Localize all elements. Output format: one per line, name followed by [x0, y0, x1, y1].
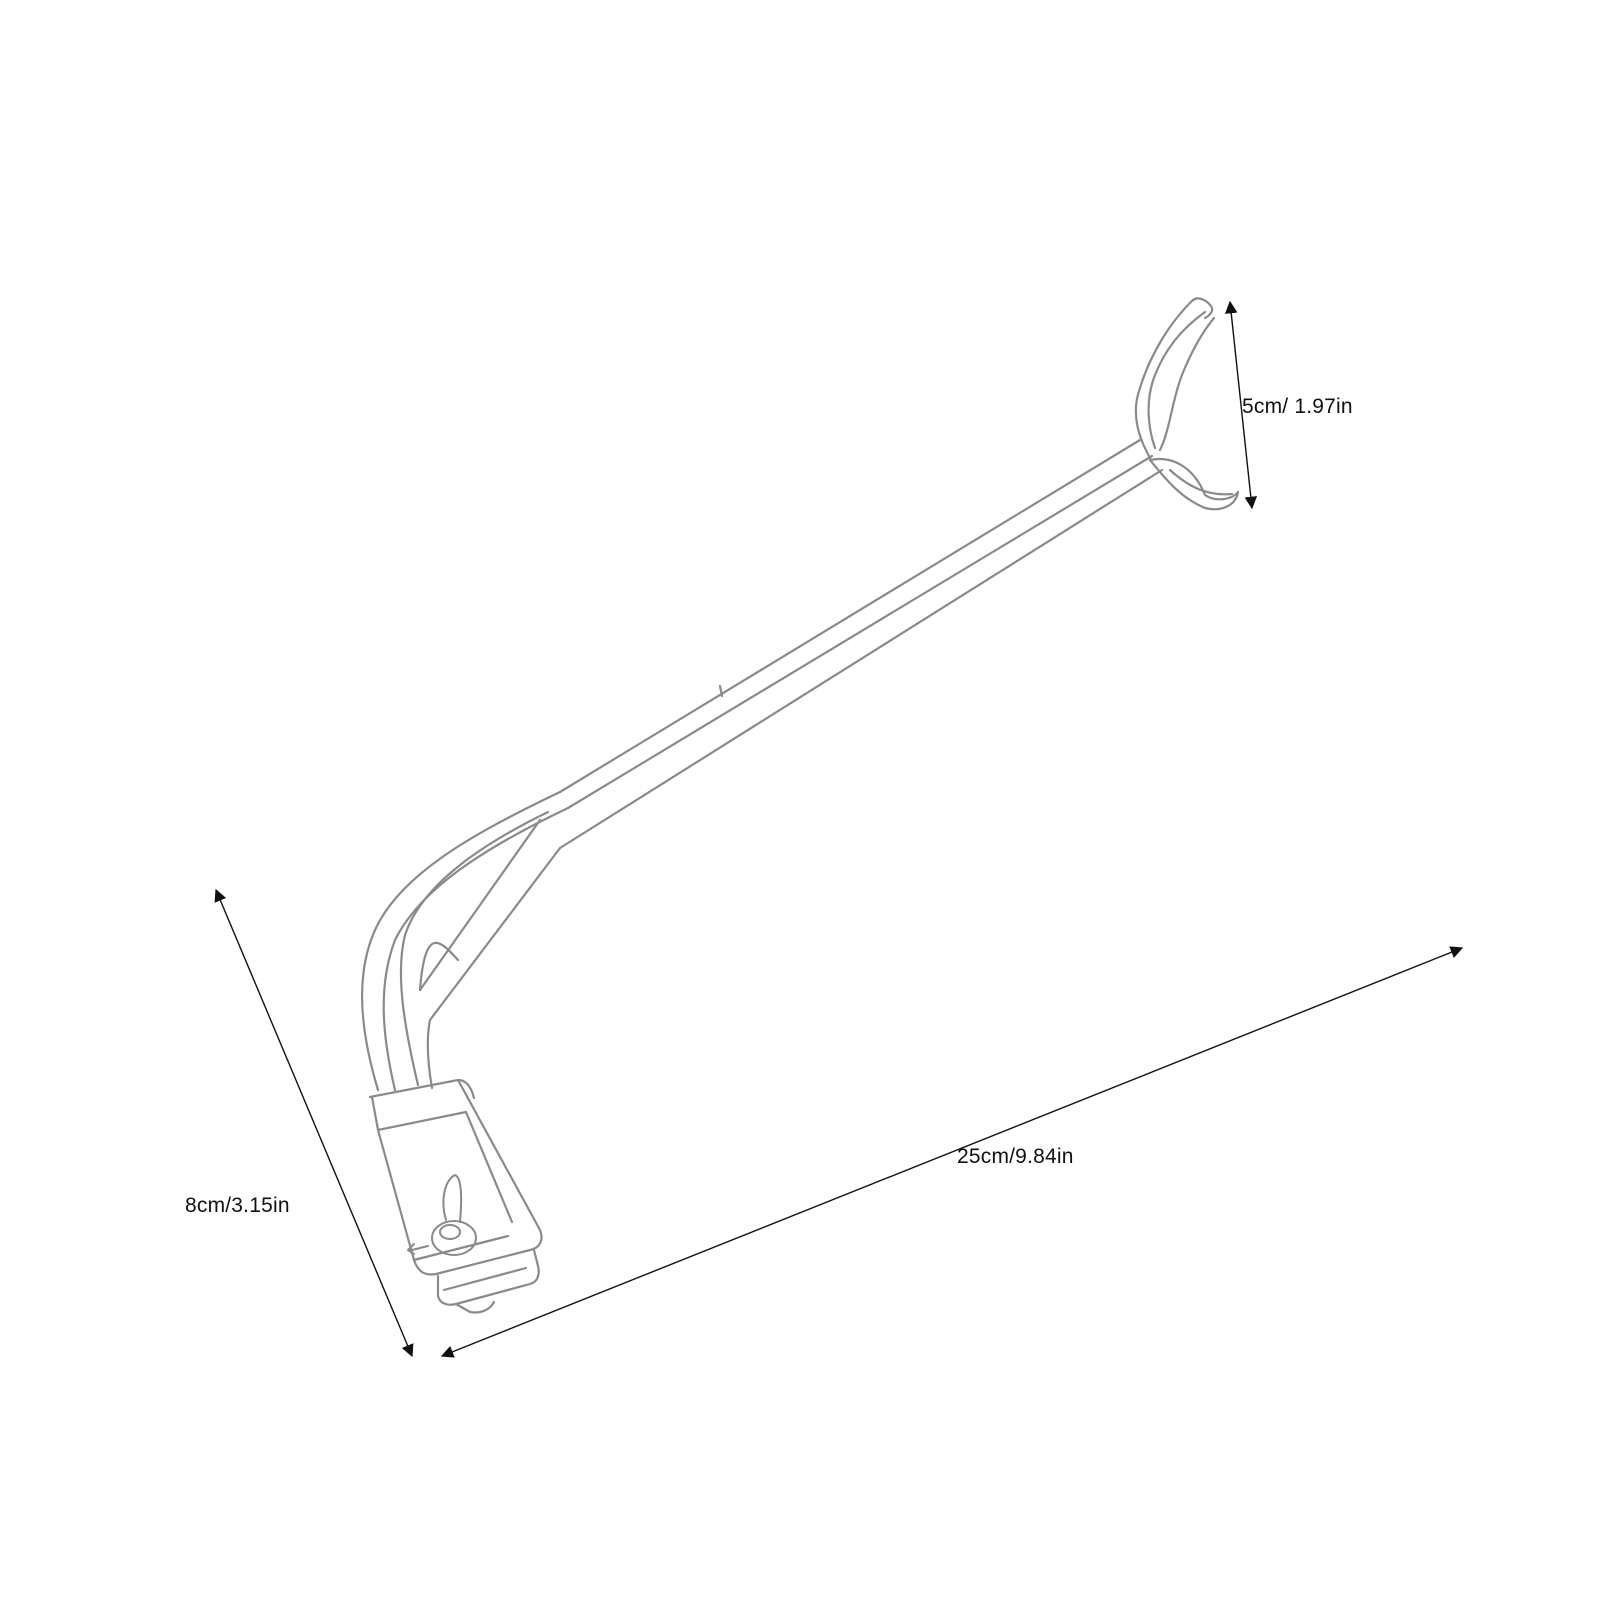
- length-dimension-arrow: [440, 946, 1464, 1358]
- arm-rod-icon: [558, 438, 1164, 850]
- arm-bend-icon: [361, 790, 570, 1092]
- height-dimension-label: 5cm/ 1.97in: [1242, 395, 1353, 418]
- y-holder-icon: [1134, 297, 1240, 511]
- length-dimension-label: 25cm/9.84in: [957, 1145, 1074, 1168]
- width-dimension-label: 8cm/3.15in: [185, 1194, 290, 1217]
- dimension-arrows: [214, 300, 1464, 1358]
- height-dimension-arrow: [1224, 300, 1258, 510]
- bent-arm-hook-with-clamp-icon: [361, 297, 1240, 1314]
- clamp-block-icon: [368, 1078, 543, 1314]
- width-dimension-arrow: [214, 888, 414, 1358]
- wing-nut-icon: [407, 1174, 477, 1256]
